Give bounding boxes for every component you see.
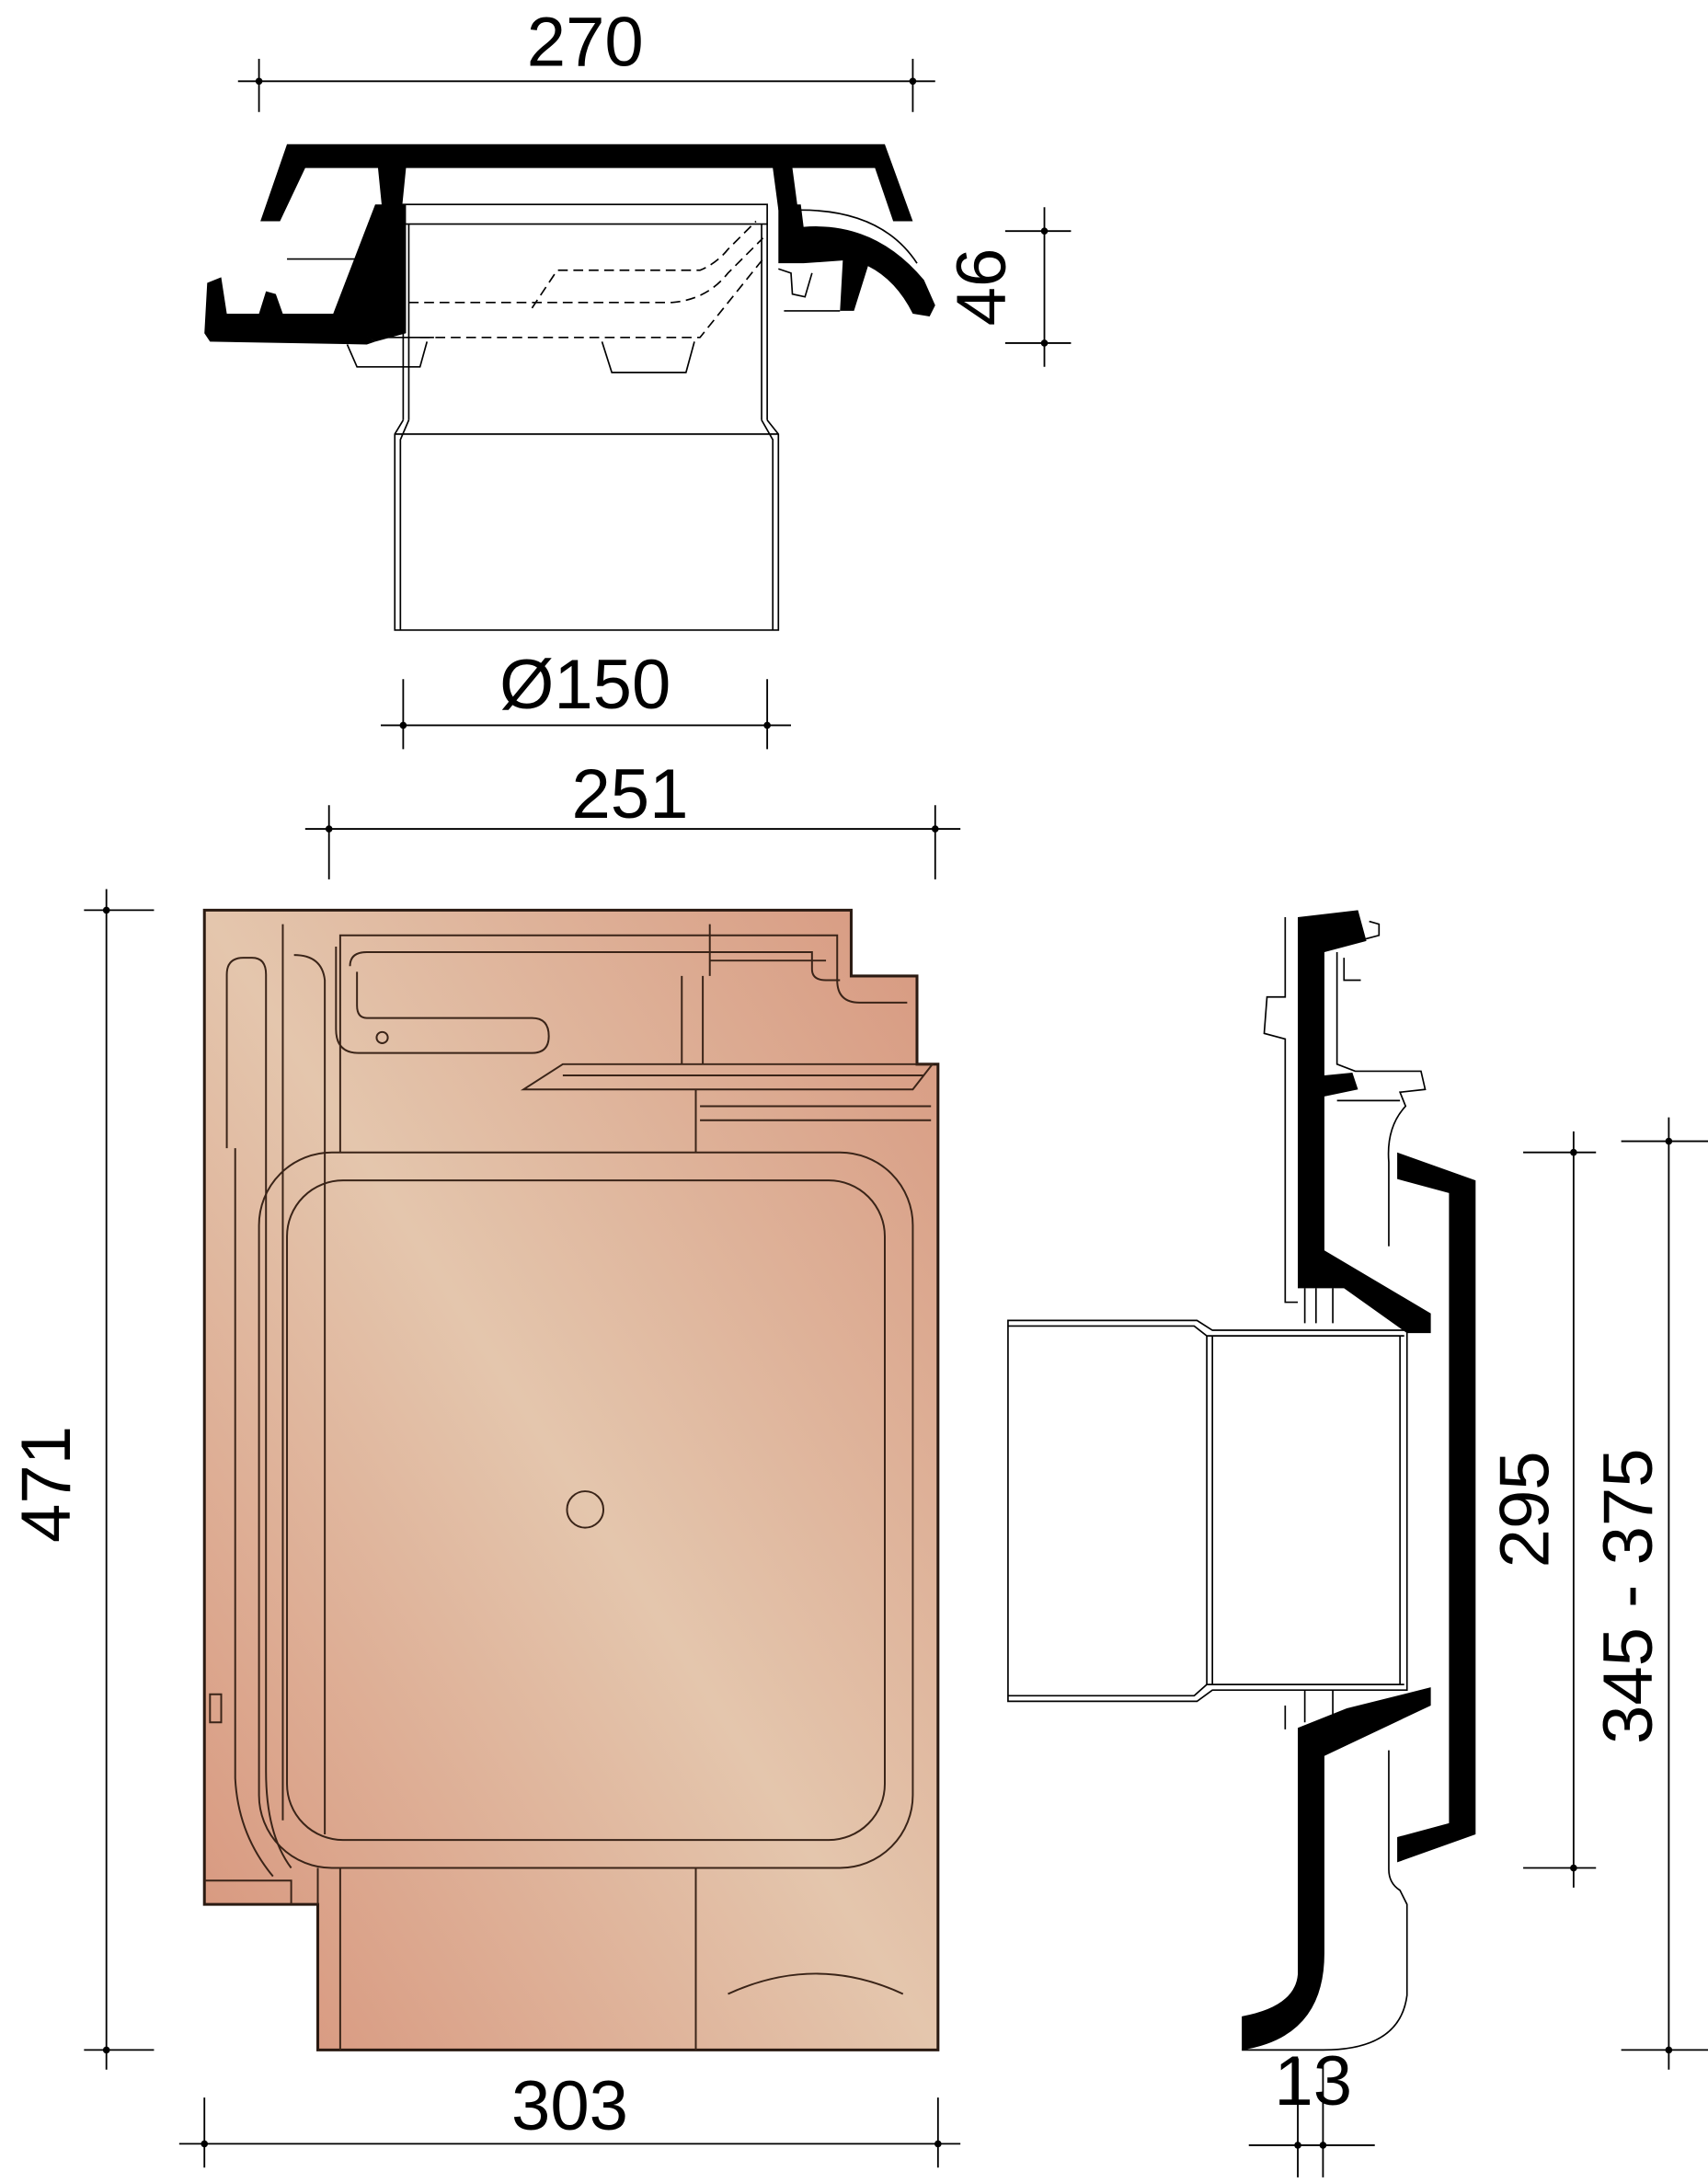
roof-tile bbox=[202, 908, 940, 2051]
vent-upper-profile bbox=[1298, 910, 1431, 1334]
pipe-top bbox=[394, 203, 780, 631]
pipe-side bbox=[1007, 1319, 1408, 1703]
side-outlines bbox=[1242, 916, 1427, 2051]
dimension-label: 251 bbox=[571, 755, 688, 833]
dimension-label: 295 bbox=[1485, 1451, 1564, 1568]
dimension-diameter: Ø150 bbox=[381, 646, 792, 750]
tile-details bbox=[204, 924, 934, 2051]
mounting-bracket bbox=[1397, 1152, 1476, 1863]
dimension-13: 13 bbox=[1248, 2042, 1375, 2177]
center-hole bbox=[566, 1490, 605, 1529]
vent-lower-profile bbox=[1242, 1687, 1431, 2051]
dimension-label: 345 - 375 bbox=[1589, 1448, 1668, 1744]
dimension-label: 471 bbox=[7, 1426, 86, 1543]
dimension-46: 46 bbox=[943, 207, 1072, 367]
right-flange bbox=[778, 204, 935, 317]
left-flange bbox=[333, 204, 407, 342]
dimension-251: 251 bbox=[304, 755, 961, 879]
dimension-label: 303 bbox=[511, 2067, 628, 2145]
dimension-label: Ø150 bbox=[499, 646, 671, 724]
left-clip bbox=[204, 277, 375, 345]
front-view: 251 471 bbox=[7, 755, 961, 2168]
dimension-471: 471 bbox=[7, 889, 155, 2070]
vent-cap bbox=[260, 144, 913, 222]
dimension-295: 295 bbox=[1485, 1131, 1597, 1888]
dimension-label: 46 bbox=[943, 248, 1021, 327]
dimension-270: 270 bbox=[237, 4, 935, 112]
top-view: 270 46 bbox=[204, 4, 1072, 750]
dimension-label: 13 bbox=[1274, 2042, 1352, 2120]
dimension-label: 270 bbox=[527, 4, 644, 82]
side-view: 295 345 - 375 13 bbox=[1007, 910, 1708, 2177]
tile-profile-dashed bbox=[280, 220, 841, 373]
dimension-303: 303 bbox=[178, 2067, 961, 2168]
dimension-345-375: 345 - 375 bbox=[1589, 1117, 1708, 2070]
